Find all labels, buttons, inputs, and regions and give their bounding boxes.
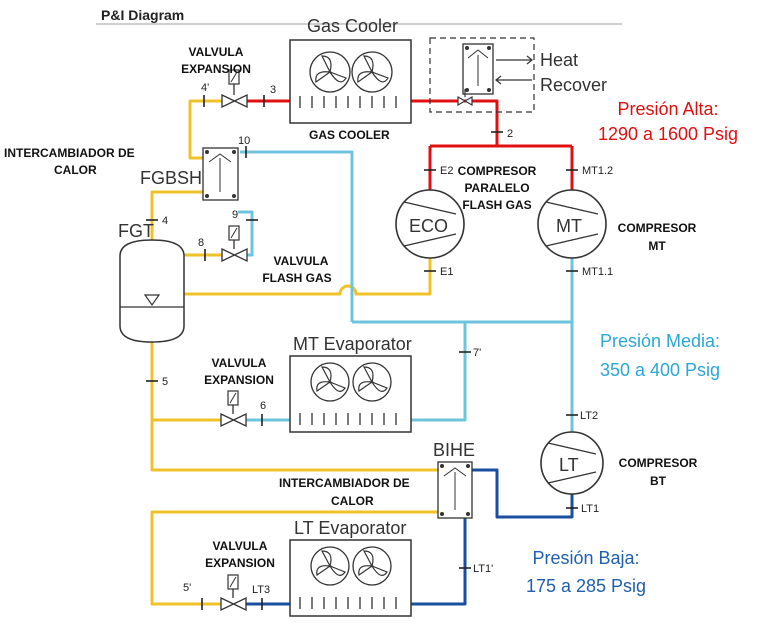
- fgt-tank[interactable]: [119, 239, 185, 343]
- point-mt1-2: MT1.2: [582, 165, 613, 177]
- note-intercambiador-2: CALOR: [54, 163, 97, 177]
- expansion-valve-mt[interactable]: [220, 390, 247, 428]
- pressure-high-label: Presión Alta:: [617, 99, 718, 119]
- note-valvula-exp-bot-1: VALVULA: [213, 539, 268, 553]
- fgbsh-heat-exchanger[interactable]: [202, 147, 239, 201]
- point-lt3: LT3: [252, 584, 270, 596]
- point-lt1-prime: LT1': [473, 563, 493, 575]
- heat-label: Heat: [540, 50, 578, 70]
- pipe-mt-evap-return: [411, 322, 467, 422]
- pipe-to-lt-valve: [150, 510, 438, 606]
- point-e2: E2: [440, 165, 453, 177]
- expansion-valve-top[interactable]: [221, 69, 248, 109]
- pipe-fgt-liquid-out: [150, 341, 438, 472]
- heat-recover-valve[interactable]: [457, 89, 473, 107]
- point-5: 5: [162, 376, 168, 388]
- eco-compressor[interactable]: [395, 189, 465, 259]
- note-compresor-mt-1: COMPRESOR: [618, 221, 697, 235]
- pressure-low-range: 175 a 285 Psig: [526, 576, 646, 596]
- pipe-hx-vapor: [240, 150, 354, 322]
- note-compresor-mt-2: MT: [648, 239, 666, 253]
- note-valvula-flash-1: VALVULA: [274, 254, 329, 268]
- note-valvula-exp-mid-2: EXPANSION: [204, 373, 274, 387]
- lt-label: LT: [559, 455, 579, 475]
- mt-evaporator-title: MT Evaporator: [293, 334, 412, 354]
- note-intercambiador-bot-2: CALOR: [331, 494, 374, 508]
- point-7-prime: 7': [473, 347, 481, 359]
- note-valvula-flash-2: FLASH GAS: [262, 271, 331, 285]
- mt-compressor[interactable]: [537, 189, 607, 259]
- heat-recover-arrows: [495, 55, 533, 85]
- lt-evaporator[interactable]: [289, 539, 412, 617]
- pipe-hx-to-fgt: [150, 190, 203, 245]
- note-valvula-exp-top-1: VALVULA: [189, 45, 244, 59]
- heat-recover-box: [429, 37, 535, 113]
- fgt-label: FGT: [118, 221, 154, 241]
- point-4-prime: 4': [201, 82, 209, 94]
- note-compresor-paralelo-2: PARALELO: [464, 181, 529, 195]
- pipe-flash-gas-to-eco: [184, 258, 432, 296]
- pipe-heat-recover: [465, 99, 499, 146]
- pressure-medium-label: Presión Media:: [600, 331, 720, 351]
- pressure-low-label: Presión Baja:: [532, 548, 639, 568]
- eco-label: ECO: [409, 216, 448, 236]
- point-4: 4: [162, 215, 168, 227]
- note-valvula-exp-bot-2: EXPANSION: [205, 556, 275, 570]
- recover-label: Recover: [540, 75, 607, 95]
- pressure-high-range: 1290 a 1600 Psig: [598, 124, 738, 144]
- gas-cooler-caption: GAS COOLER: [309, 128, 390, 142]
- point-6: 6: [260, 400, 266, 412]
- point-10: 10: [238, 135, 250, 147]
- note-intercambiador-bot-1: INTERCAMBIADOR DE: [279, 476, 410, 490]
- bihe-label: BIHE: [433, 440, 475, 460]
- mt-evaporator[interactable]: [289, 355, 412, 433]
- point-mt1-1: MT1.1: [582, 266, 613, 278]
- diagram-title: P&I Diagram: [101, 7, 184, 23]
- mt-label: MT: [556, 216, 582, 236]
- note-intercambiador-1: INTERCAMBIADOR DE: [4, 146, 135, 160]
- bihe-heat-exchanger[interactable]: [437, 461, 473, 519]
- pressure-medium-range: 350 a 400 Psig: [600, 360, 720, 380]
- note-valvula-exp-mid-1: VALVULA: [212, 356, 267, 370]
- lt-compressor[interactable]: [540, 431, 604, 495]
- point-9: 9: [232, 209, 238, 221]
- lt-evaporator-title: LT Evaporator: [294, 518, 406, 538]
- note-compresor-bt-2: BT: [650, 474, 667, 488]
- note-compresor-paralelo-1: COMPRESOR: [458, 164, 537, 178]
- pipe-lt-suction: [472, 468, 574, 519]
- point-markers: [146, 95, 578, 610]
- pipe-liquid-to-hx: [188, 99, 222, 160]
- note-compresor-paralelo-3: FLASH GAS: [462, 198, 531, 212]
- point-8: 8: [198, 237, 204, 249]
- note-compresor-bt-1: COMPRESOR: [619, 456, 698, 470]
- point-2: 2: [507, 128, 513, 140]
- fgbsh-label: FGBSH: [140, 168, 202, 188]
- gas-cooler-title: Gas Cooler: [307, 16, 398, 36]
- point-e1: E1: [440, 266, 453, 278]
- point-lt2: LT2: [580, 410, 598, 422]
- point-5-prime: 5': [183, 582, 191, 594]
- flash-gas-valve[interactable]: [221, 225, 248, 263]
- heat-recover-exchanger[interactable]: [462, 43, 494, 95]
- point-lt1: LT1: [581, 503, 599, 515]
- expansion-valve-lt[interactable]: [220, 574, 247, 612]
- note-valvula-exp-top-2: EXPANSION: [181, 62, 251, 76]
- pipe-flash-valve-out: [238, 210, 254, 257]
- gas-cooler[interactable]: [289, 39, 412, 124]
- point-3: 3: [270, 84, 276, 96]
